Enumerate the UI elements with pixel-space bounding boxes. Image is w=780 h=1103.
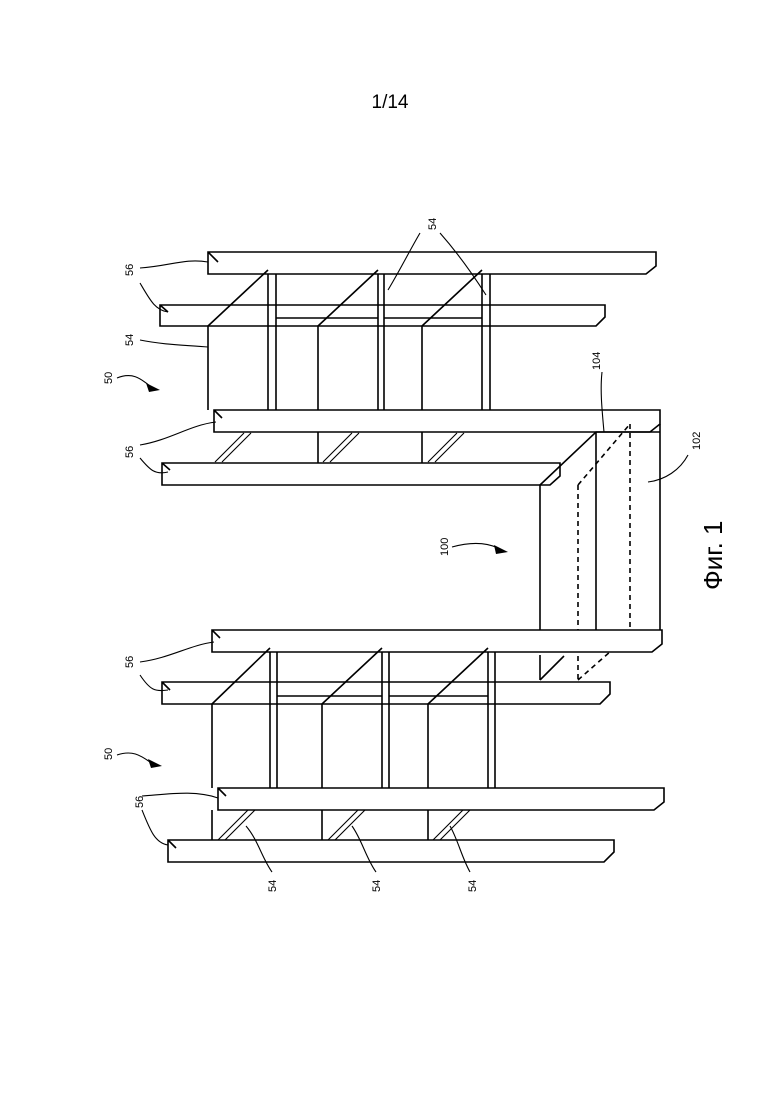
label-104: 104 <box>591 352 603 370</box>
lower-front-rail-1 <box>218 788 664 810</box>
upper-front-rail-2 <box>162 463 560 485</box>
label-56: 56 <box>124 656 136 668</box>
lower-back-rail-2 <box>162 682 610 704</box>
figure-caption: Фиг. 1 <box>698 520 728 590</box>
label-50: 50 <box>103 748 115 760</box>
label-56: 56 <box>134 796 146 808</box>
label-102: 102 <box>691 432 703 450</box>
label-56: 56 <box>124 446 136 458</box>
label-100: 100 <box>439 538 451 556</box>
label-54: 54 <box>267 880 279 892</box>
lower-front-rail-2 <box>168 840 614 862</box>
upper-front-rail-1 <box>214 410 660 432</box>
label-54: 54 <box>427 218 439 230</box>
label-56: 56 <box>124 264 136 276</box>
label-54: 54 <box>371 880 383 892</box>
lower-back-rail-1 <box>212 630 662 652</box>
label-54: 54 <box>467 880 479 892</box>
label-50: 50 <box>103 372 115 384</box>
label-54: 54 <box>124 334 136 346</box>
upper-rack <box>160 252 660 485</box>
leader-lines <box>140 233 688 872</box>
upper-back-rail-1 <box>208 252 656 274</box>
lower-rack <box>162 630 664 862</box>
